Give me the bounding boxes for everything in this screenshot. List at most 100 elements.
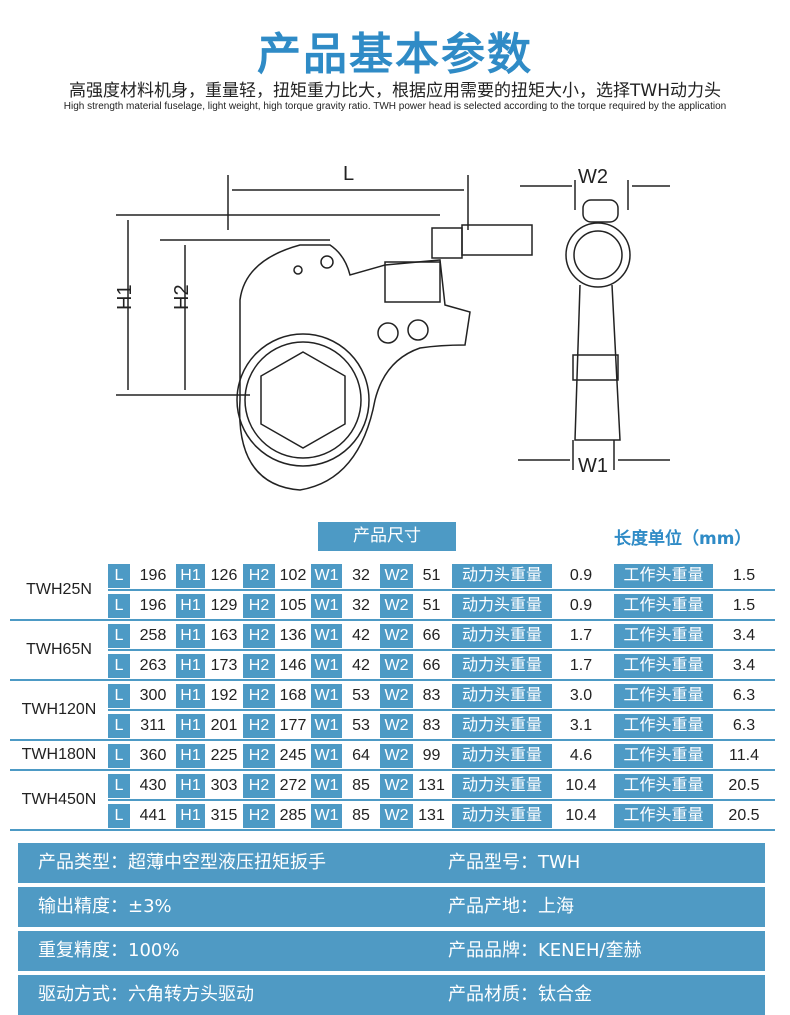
cell-value: 105 [279,597,307,614]
cell-value: 263 [139,657,167,674]
cell-value: 192 [210,687,238,704]
column-key: 工作头重量 [614,774,713,798]
cell-value: 1.5 [732,597,756,614]
cell-value: 53 [352,717,370,734]
column-key: W1 [311,564,342,588]
column-key: L [108,684,130,708]
cell-value: 3.0 [569,687,593,704]
cell-value: 300 [139,687,167,704]
column-key: 工作头重量 [614,744,713,768]
model-name: TWH120N [21,701,97,718]
cell-value: 315 [210,807,238,824]
column-key: H1 [176,684,205,708]
cell-value: 0.9 [569,567,593,584]
unit-label: 长度单位（mm） [614,529,752,549]
cell-value: 441 [139,807,167,824]
cell-value: 102 [279,567,307,584]
cell-value: 163 [210,627,238,644]
column-key: W1 [311,714,342,738]
column-key: W1 [311,774,342,798]
cell-value: 258 [139,627,167,644]
column-key: H2 [243,684,275,708]
cell-value: 131 [418,777,445,794]
info-text: 产品产地：上海 [448,896,574,917]
column-key: W2 [380,624,413,648]
group-divider [10,619,775,621]
column-key: W2 [380,594,413,618]
column-key: W1 [311,594,342,618]
cell-value: 6.3 [732,687,756,704]
subtitle-en: High strength material fuselage, light w… [63,101,727,112]
column-key: H1 [176,654,205,678]
column-key: H1 [176,804,205,828]
info-text: 产品类型：超薄中空型液压扭矩扳手 [38,852,326,873]
cell-value: 0.9 [569,597,593,614]
cell-value: 4.6 [569,747,593,764]
group-divider [10,769,775,771]
column-key: H2 [243,594,275,618]
column-key: 动力头重量 [452,714,552,738]
column-key: L [108,654,130,678]
cell-value: 1.7 [569,627,593,644]
cell-value: 430 [139,777,167,794]
cell-value: 66 [422,627,441,644]
cell-value: 32 [352,567,370,584]
column-key: W1 [311,654,342,678]
dim-H1-label: H1 [114,284,136,310]
column-key: W1 [311,744,342,768]
group-divider [10,829,775,831]
cell-value: 42 [352,657,370,674]
column-key: W1 [311,624,342,648]
column-key: H2 [243,774,275,798]
info-text: 重复精度：100% [38,940,180,961]
cell-value: 272 [279,777,307,794]
cell-value: 83 [422,687,441,704]
column-key: H2 [243,654,275,678]
dim-L-label: L [343,163,354,185]
column-key: 动力头重量 [452,654,552,678]
column-key: 动力头重量 [452,804,552,828]
cell-value: 32 [352,597,370,614]
cell-value: 136 [279,627,307,644]
column-key: H2 [243,744,275,768]
column-key: H2 [243,714,275,738]
column-key: H2 [243,564,275,588]
column-key: W2 [380,774,413,798]
column-key: L [108,714,130,738]
group-divider [10,679,775,681]
cell-value: 3.1 [569,717,593,734]
cell-value: 146 [279,657,307,674]
cell-value: 225 [210,747,238,764]
info-row: 驱动方式：六角转方头驱动产品材质：钛合金 [18,975,765,1015]
column-key: W2 [380,744,413,768]
cell-value: 245 [279,747,307,764]
column-key: H1 [176,714,205,738]
cell-value: 83 [422,717,441,734]
dim-W1-label: W1 [578,455,608,477]
cell-value: 131 [418,807,445,824]
info-row: 重复精度：100% 产品品牌：KENEH/奎赫 [18,931,765,971]
cell-value: 177 [279,717,307,734]
cell-value: 53 [352,687,370,704]
info-text: 输出精度：±3% [38,896,172,917]
column-key: 动力头重量 [452,624,552,648]
info-text: 产品品牌：KENEH/奎赫 [448,940,642,961]
info-text: 驱动方式：六角转方头驱动 [38,984,254,1005]
cell-value: 11.4 [729,747,759,764]
column-key: 工作头重量 [614,594,713,618]
column-key: 动力头重量 [452,684,552,708]
cell-value: 20.5 [728,807,760,824]
group-divider [10,739,775,741]
column-key: W2 [380,564,413,588]
column-key: W2 [380,654,413,678]
model-name: TWH65N [26,641,92,658]
column-key: 工作头重量 [614,654,713,678]
column-key: H1 [176,624,205,648]
cell-value: 66 [422,657,441,674]
cell-value: 42 [352,627,370,644]
